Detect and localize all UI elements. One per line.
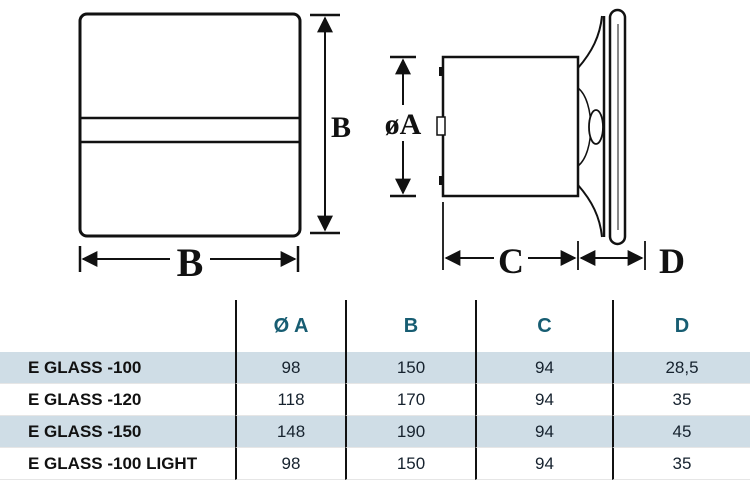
label-mask bbox=[379, 105, 427, 141]
table-header-d: D bbox=[612, 300, 750, 352]
table-row-label: E GLASS -100 bbox=[0, 352, 235, 384]
table-cell: 35 bbox=[612, 448, 750, 480]
dimension-label-b-vertical: B bbox=[331, 111, 351, 144]
fan-front-outline bbox=[78, 12, 302, 238]
table-cell: 170 bbox=[345, 384, 475, 416]
table-cell: 150 bbox=[345, 352, 475, 384]
mount-tab-bottom bbox=[439, 176, 444, 185]
table-cell: 190 bbox=[345, 416, 475, 448]
table-cell: 94 bbox=[475, 384, 612, 416]
dimension-diameter-a: øA bbox=[379, 55, 427, 198]
dimension-drawings: B B bbox=[78, 8, 685, 285]
table-cell: 150 bbox=[345, 448, 475, 480]
motor-hub bbox=[588, 109, 604, 145]
bell-curve-bottom bbox=[577, 184, 603, 238]
table-header-c: C bbox=[475, 300, 612, 352]
dimension-b-vertical: B bbox=[310, 13, 353, 235]
bell-curve-top bbox=[577, 15, 603, 69]
label-mask bbox=[494, 238, 528, 278]
table-row-label: E GLASS -100 LIGHT bbox=[0, 448, 235, 480]
fan-side-view bbox=[436, 8, 627, 246]
table-cell: 98 bbox=[235, 448, 345, 480]
dimensions-table: Ø A B C D E GLASS -100 98 150 94 28,5 E … bbox=[0, 300, 750, 480]
fan-front-view bbox=[78, 12, 302, 238]
dimension-label-diameter-a: øA bbox=[385, 108, 422, 141]
table-cell: 35 bbox=[612, 384, 750, 416]
table-header-empty bbox=[0, 300, 235, 352]
cable-entry bbox=[436, 116, 446, 136]
dimension-label-d: D bbox=[659, 241, 685, 281]
table-cell: 148 bbox=[235, 416, 345, 448]
table-cell: 94 bbox=[475, 352, 612, 384]
mount-tab-top bbox=[439, 67, 444, 76]
table-cell: 94 bbox=[475, 416, 612, 448]
table-cell: 28,5 bbox=[612, 352, 750, 384]
table-row-label: E GLASS -120 bbox=[0, 384, 235, 416]
table-cell: 98 bbox=[235, 352, 345, 384]
diagram-svg: B B bbox=[78, 8, 685, 285]
dimension-b-horizontal: B bbox=[78, 238, 300, 285]
dimension-label-c: C bbox=[498, 241, 524, 281]
label-mask bbox=[170, 238, 210, 280]
table-header-diameter-a: Ø A bbox=[235, 300, 345, 352]
table-cell: 94 bbox=[475, 448, 612, 480]
dimension-d: D bbox=[579, 241, 685, 281]
table-cell: 118 bbox=[235, 384, 345, 416]
label-mask bbox=[327, 107, 353, 143]
dimension-c: C bbox=[442, 202, 579, 281]
dimension-label-b-horizontal: B bbox=[177, 240, 204, 285]
fan-body-outline bbox=[441, 55, 580, 198]
table-row-label: E GLASS -150 bbox=[0, 416, 235, 448]
table-header-b: B bbox=[345, 300, 475, 352]
table-cell: 45 bbox=[612, 416, 750, 448]
